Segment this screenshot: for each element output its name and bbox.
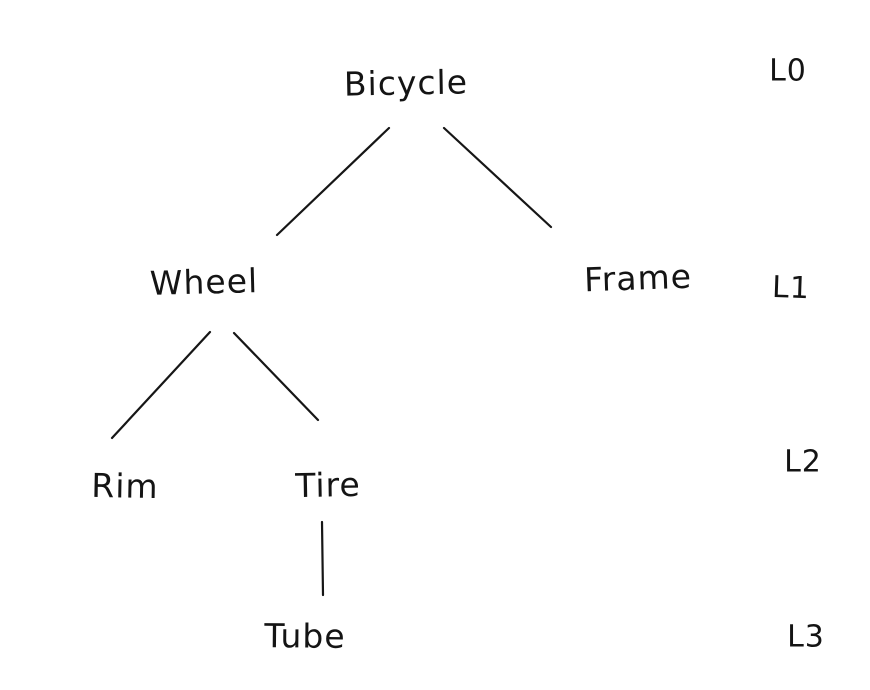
node-bicycle: Bicycle <box>343 62 469 104</box>
node-rim: Rim <box>91 465 159 507</box>
node-tire: Tire <box>294 464 362 506</box>
edge-tire-tube <box>320 520 325 597</box>
level-label-l1: L1 <box>771 269 811 307</box>
level-label-l3: L3 <box>787 619 825 655</box>
edge-wheel-tire <box>232 331 320 422</box>
node-frame: Frame <box>583 256 693 300</box>
level-label-l2: L2 <box>784 444 822 480</box>
node-wheel: Wheel <box>149 261 259 303</box>
edge-wheel-rim <box>110 330 212 440</box>
edge-bicycle-frame <box>442 126 553 229</box>
level-label-l0: L0 <box>769 53 807 89</box>
node-tube: Tube <box>264 616 346 656</box>
edge-bicycle-wheel <box>275 126 391 237</box>
